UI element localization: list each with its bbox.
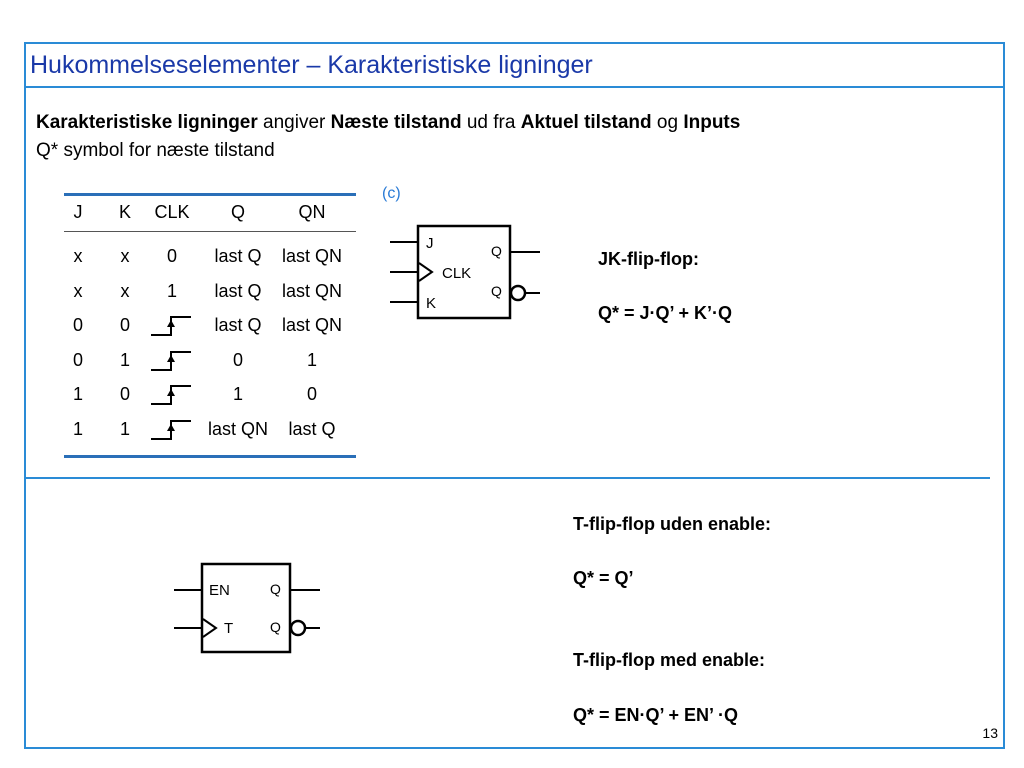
jk-symbol-caption: (c)	[382, 185, 401, 202]
table-header-k: K	[118, 202, 132, 222]
table-cell-clk: 0	[166, 246, 178, 266]
table-top-rule	[64, 193, 356, 196]
intro-text-3: og	[651, 112, 684, 133]
t-pin-t: T	[224, 620, 233, 637]
jk-pin-qn: Q	[491, 283, 502, 299]
table-header-clk: CLK	[154, 202, 190, 222]
intro-bold-4: Inputs	[683, 112, 741, 133]
intro-line-1: Karakteristiske ligninger angiver Næste …	[36, 112, 740, 134]
rising-edge-icon	[151, 385, 191, 405]
title-bar	[24, 42, 1005, 88]
jk-pin-k: K	[426, 295, 436, 312]
table-cell-j: 0	[72, 349, 84, 370]
table-cell-q: last Q	[214, 315, 262, 335]
table-cell-j: 1	[72, 384, 84, 404]
table-cell-k: 1	[119, 349, 131, 370]
table-cell-q: last QN	[207, 418, 269, 439]
jk-pin-j: J	[426, 235, 434, 252]
table-cell-qn: last Q	[288, 418, 336, 439]
table-cell-qn: 0	[306, 384, 318, 404]
rising-edge-icon	[151, 316, 191, 336]
jk-flip-flop-symbol: J CLK K Q Q	[390, 224, 540, 320]
table-cell-qn: last QN	[281, 280, 343, 301]
jk-heading: JK-flip-flop:	[598, 249, 699, 269]
table-cell-j: 1	[72, 418, 84, 439]
table-header-qn: QN	[298, 202, 326, 222]
rising-edge-icon	[151, 350, 191, 371]
intro-bold-1: Karakteristiske ligninger	[36, 112, 258, 133]
intro-bold-3: Aktuel tilstand	[520, 112, 652, 133]
rising-edge-icon	[151, 419, 191, 440]
page-number: 13	[982, 725, 998, 741]
table-cell-j: x	[73, 246, 83, 266]
t-equation-no-enable: Q* = Q’	[573, 568, 634, 588]
intro-text-2: ud fra	[461, 112, 521, 133]
intro-bold-2: Næste tilstand	[330, 112, 462, 133]
intro-text-1: angiver	[257, 112, 331, 133]
table-cell-q: last Q	[214, 246, 262, 266]
table-cell-qn: last QN	[281, 246, 343, 266]
table-cell-k: x	[120, 280, 130, 301]
table-cell-q: 0	[232, 349, 244, 370]
t-flip-flop-symbol: EN T Q Q	[174, 562, 320, 654]
table-header-j: J	[73, 202, 83, 222]
table-cell-qn: 1	[306, 349, 318, 370]
table-cell-q: 1	[232, 384, 244, 404]
jk-equation: Q* = J·Q’ + K’·Q	[598, 303, 733, 323]
table-cell-k: 1	[119, 418, 131, 439]
table-header-rule	[64, 231, 356, 232]
table-cell-k: x	[120, 246, 130, 266]
jk-pin-q: Q	[491, 243, 502, 259]
table-cell-qn: last QN	[281, 315, 343, 335]
section-divider	[26, 477, 990, 479]
t-pin-qn: Q	[270, 619, 281, 635]
table-cell-j: 0	[72, 315, 84, 335]
t-equation-enable: Q* = EN·Q’ + EN’ ·Q	[573, 705, 739, 725]
intro-line-2: Q* symbol for næste tilstand	[36, 140, 275, 161]
table-header-q: Q	[230, 202, 246, 222]
table-cell-k: 0	[119, 384, 131, 404]
table-bottom-rule	[64, 455, 356, 458]
jk-pin-clk: CLK	[442, 265, 471, 282]
t-heading-no-enable: T-flip-flop uden enable:	[573, 514, 771, 534]
slide-title: Hukommelseselementer – Karakteristiske l…	[30, 51, 593, 79]
table-cell-clk: 1	[166, 280, 178, 301]
table-cell-k: 0	[119, 315, 131, 335]
table-cell-q: last Q	[214, 280, 262, 301]
t-heading-enable: T-flip-flop med enable:	[573, 650, 765, 670]
t-pin-q: Q	[270, 581, 281, 597]
t-pin-en: EN	[209, 582, 230, 599]
table-cell-j: x	[73, 280, 83, 301]
